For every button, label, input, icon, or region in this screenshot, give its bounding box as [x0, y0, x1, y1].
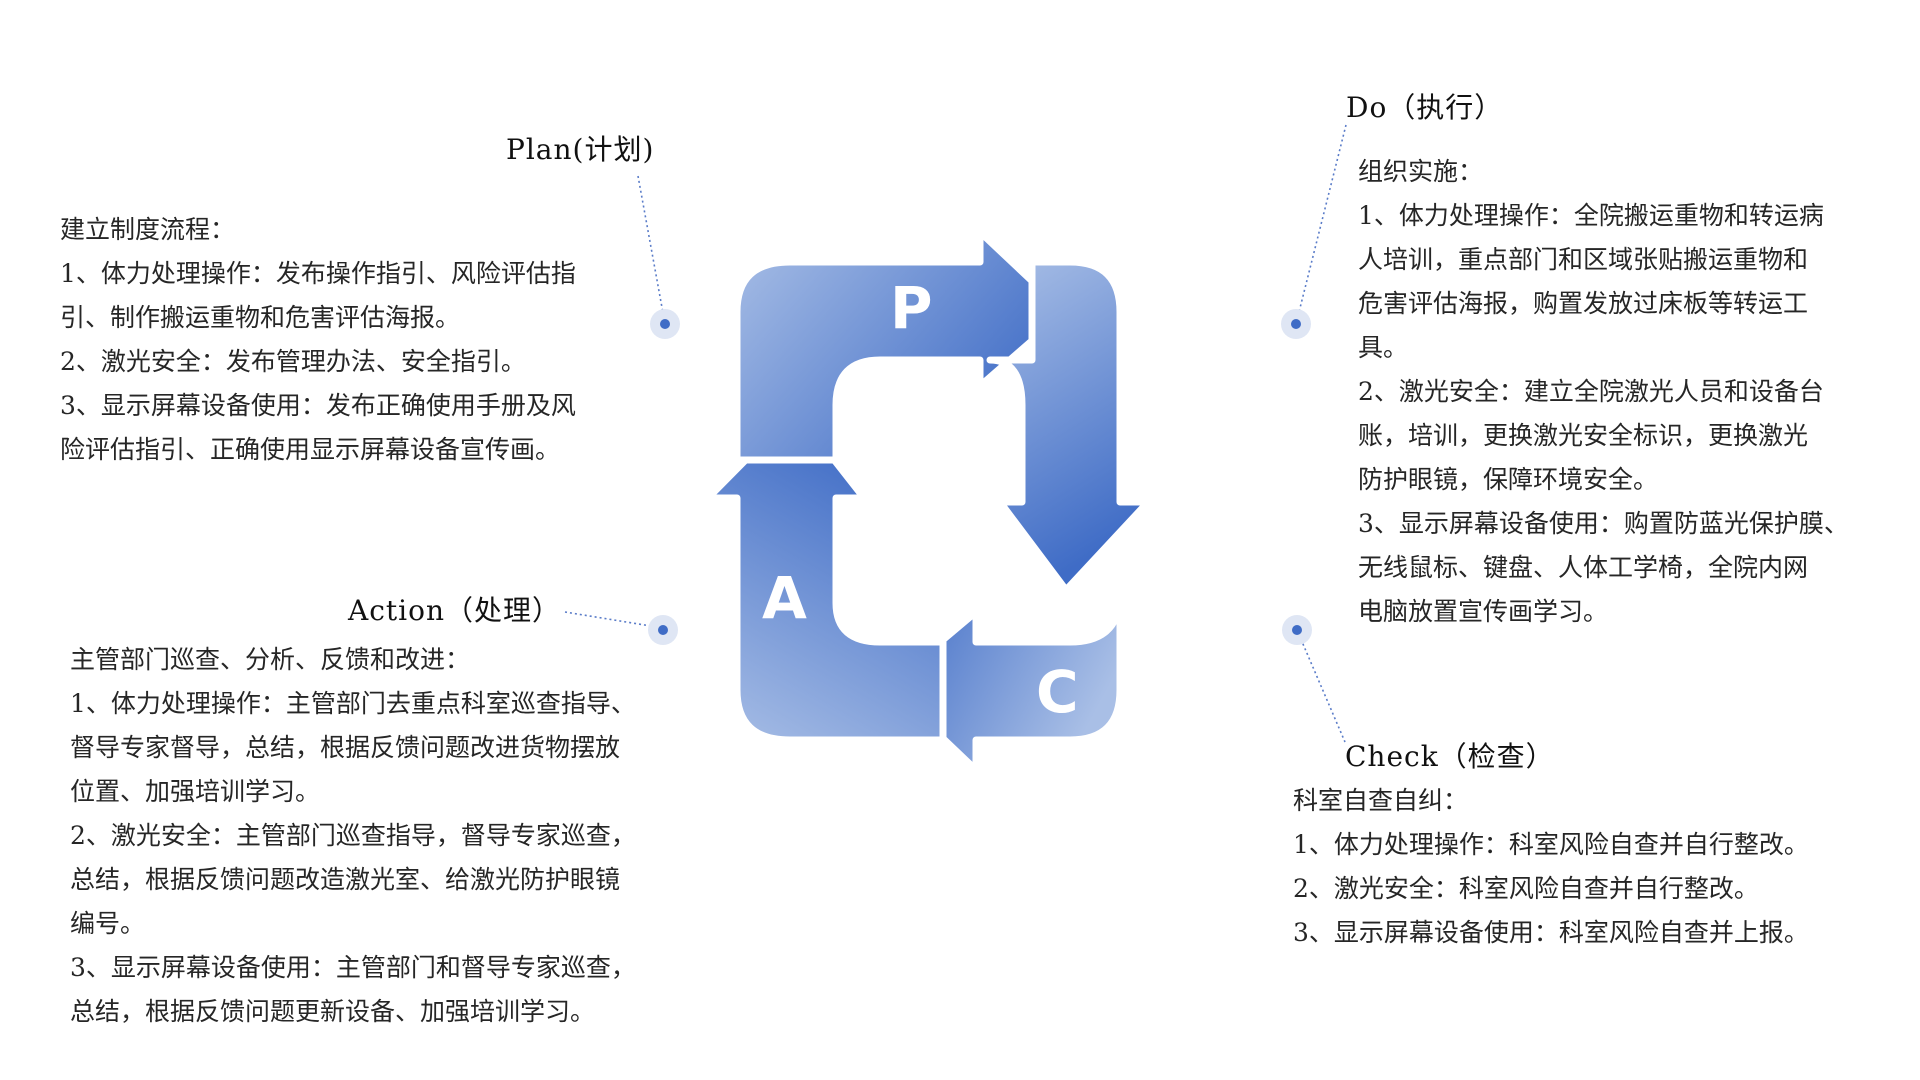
- check-connector: [1296, 629, 1346, 743]
- check-description: 科室自查自纠： 1、体力处理操作：科室风险自查并自行整改。 2、激光安全：科室风…: [1293, 779, 1893, 955]
- plan-heading: Plan(计划): [506, 133, 655, 166]
- check-intro: 科室自查自纠：: [1293, 786, 1469, 815]
- do-line: 1、体力处理操作：全院搬运重物和转运病: [1358, 201, 1824, 230]
- do-connector: [1295, 124, 1347, 325]
- action-heading: Action（处理）: [348, 594, 562, 627]
- plan-line: 引、制作搬运重物和危害评估海报。: [60, 303, 461, 332]
- plan-line: 1、体力处理操作：发布操作指引、风险评估指: [60, 259, 576, 288]
- check-dot: [1282, 615, 1312, 645]
- cycle-letter-a: A: [762, 564, 807, 632]
- do-line: 具。: [1358, 333, 1409, 362]
- action-line: 2、激光安全：主管部门巡查指导，督导专家巡查，: [70, 821, 636, 850]
- check-line: 1、体力处理操作：科室风险自查并自行整改。: [1293, 830, 1809, 859]
- do-description: 组织实施： 1、体力处理操作：全院搬运重物和转运病 人培训，重点部门和区域张贴搬…: [1358, 150, 1898, 634]
- do-line: 防护眼镜，保障环境安全。: [1358, 465, 1659, 494]
- cycle-letter-p: P: [890, 274, 933, 342]
- action-line: 督导专家督导，总结，根据反馈问题改进货物摆放: [70, 733, 621, 762]
- action-intro: 主管部门巡查、分析、反馈和改进：: [70, 645, 471, 674]
- plan-line: 险评估指引、正确使用显示屏幕设备宣传画。: [60, 435, 561, 464]
- action-connector: [564, 611, 664, 629]
- do-line: 电脑放置宣传画学习。: [1358, 597, 1609, 626]
- plan-line: 2、激光安全：发布管理办法、安全指引。: [60, 347, 526, 376]
- cycle-segment-p: [733, 228, 1069, 464]
- check-line: 3、显示屏幕设备使用：科室风险自查并上报。: [1293, 918, 1809, 947]
- check-line: 2、激光安全：科室风险自查并自行整改。: [1293, 874, 1759, 903]
- plan-connector: [637, 175, 666, 325]
- check-heading: Check（检查）: [1345, 740, 1555, 773]
- cycle-letter-c: C: [1036, 658, 1079, 726]
- plan-line: 3、显示屏幕设备使用：发布正确使用手册及风: [60, 391, 576, 420]
- action-line: 总结，根据反馈问题更新设备、加强培训学习。: [70, 997, 596, 1026]
- do-line: 无线鼠标、键盘、人体工学椅，全院内网: [1358, 553, 1809, 582]
- action-line: 1、体力处理操作：主管部门去重点科室巡查指导、: [70, 689, 636, 718]
- do-line: 人培训，重点部门和区域张贴搬运重物和: [1358, 245, 1809, 274]
- action-line: 编号。: [70, 909, 146, 938]
- plan-description: 建立制度流程： 1、体力处理操作：发布操作指引、风险评估指 引、制作搬运重物和危…: [60, 208, 660, 472]
- plan-intro: 建立制度流程：: [60, 215, 236, 244]
- do-intro: 组织实施：: [1358, 157, 1484, 186]
- do-heading: Do（执行）: [1346, 91, 1504, 124]
- action-description: 主管部门巡查、分析、反馈和改进： 1、体力处理操作：主管部门去重点科室巡查指导、…: [70, 638, 710, 1034]
- do-line: 2、激光安全：建立全院激光人员和设备台: [1358, 377, 1824, 406]
- cycle-segment-d: [986, 258, 1152, 594]
- do-dot: [1281, 309, 1311, 339]
- action-line: 3、显示屏幕设备使用：主管部门和督导专家巡查，: [70, 953, 636, 982]
- cycle-letter-d: D: [1144, 388, 1192, 456]
- do-line: 危害评估海报，购置发放过床板等转运工: [1358, 289, 1809, 318]
- action-dot: [648, 615, 678, 645]
- action-line: 位置、加强培训学习。: [70, 777, 321, 806]
- do-line: 3、显示屏幕设备使用：购置防蓝光保护膜、: [1358, 509, 1849, 538]
- plan-dot: [650, 309, 680, 339]
- action-line: 总结，根据反馈问题改造激光室、给激光防护眼镜: [70, 865, 621, 894]
- do-line: 账，培训，更换激光安全标识，更换激光: [1358, 421, 1809, 450]
